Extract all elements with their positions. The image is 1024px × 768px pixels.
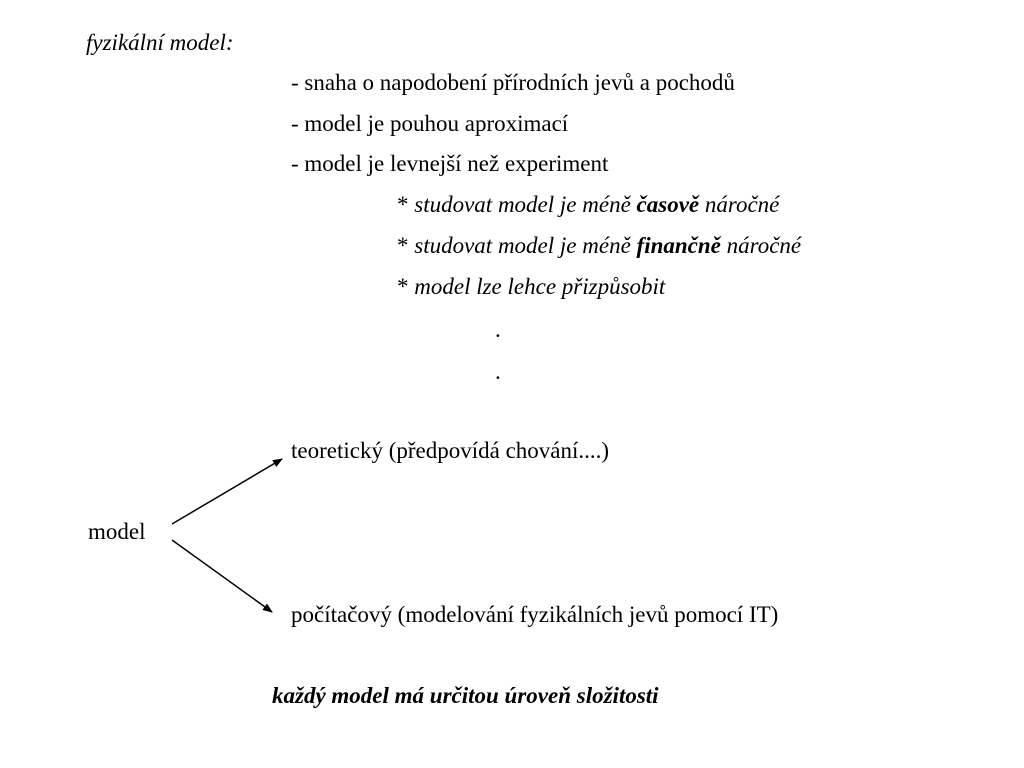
sub-item-bold: časově [636,192,700,217]
sub-item-star: * [397,192,409,217]
bullet-cheaper: - model je levnejší než experiment [291,151,609,176]
sub-item-pre: studovat model je méně [414,192,631,217]
sub-item-finance: * studovat model je méně finančně náročn… [397,234,801,257]
heading: fyzikální model: [86,30,234,55]
sub-item-pre: studovat model je méně [414,233,631,258]
ellipsis-dot: . [495,359,501,384]
diagram-root-model: model [88,519,146,544]
sub-item-adaptable: * model lze lehce přizpůsobit [397,275,665,298]
ellipsis-dot: . [495,317,501,342]
sub-item-post: náročné [704,192,780,217]
sub-item-star: * [397,274,409,299]
sub-item-star: * [397,233,409,258]
branch-theoretical: teoretický (předpovídá chování....) [291,438,610,463]
conclusion: každý model má určitou úroveň složitosti [272,683,659,708]
sub-item-time: * studovat model je méně časově náročné [397,193,779,216]
sub-item-bold: finančně [636,233,721,258]
bullet-approximation: - model je pouhou aproximací [291,111,569,136]
bullet-imitation: - snaha o napodobení přírodních jevů a p… [291,70,735,95]
sub-item-pre: model lze lehce přizpůsobit [414,274,666,299]
branch-computational: počítačový (modelování fyzikálních jevů … [291,602,779,627]
arrow-to-computational [171,539,273,613]
arrow-to-theoretical [171,458,283,525]
sub-item-post: náročné [726,233,802,258]
